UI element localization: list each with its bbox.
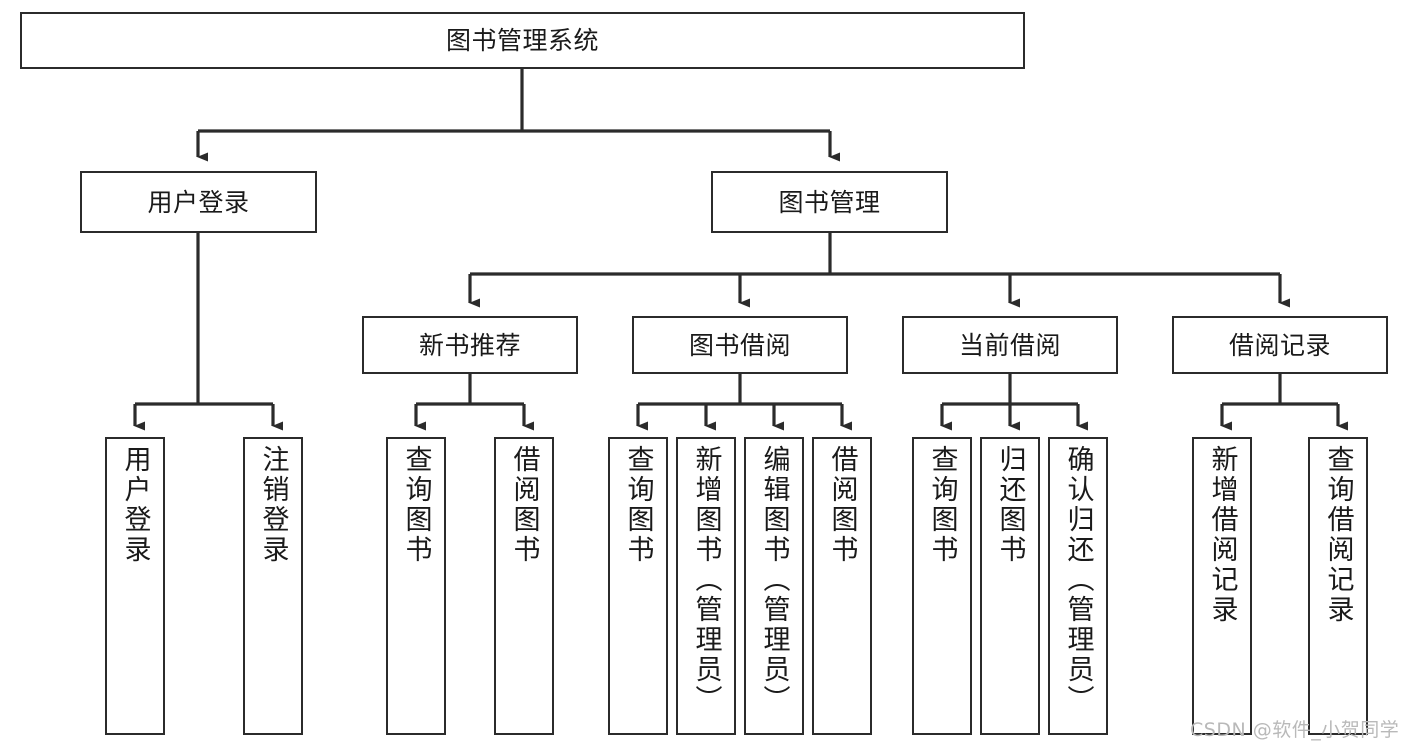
node-leaf-query-book-1-label: 查询图书 (400, 445, 432, 565)
node-leaf-query-book-3[interactable]: 查询图书 (912, 437, 972, 735)
node-leaf-query-book-1[interactable]: 查询图书 (386, 437, 446, 735)
node-leaf-borrow-book-2[interactable]: 借阅图书 (812, 437, 872, 735)
node-user-login[interactable]: 用户登录 (80, 171, 317, 233)
node-borrow-record[interactable]: 借阅记录 (1172, 316, 1388, 374)
node-leaf-borrow-book-1-label: 借阅图书 (508, 445, 540, 565)
node-leaf-user-login-label: 用户登录 (119, 445, 151, 565)
node-current-borrow[interactable]: 当前借阅 (902, 316, 1118, 374)
node-user-login-label: 用户登录 (147, 187, 250, 217)
node-leaf-query-record-label: 查询借阅记录 (1322, 445, 1354, 625)
node-leaf-edit-book[interactable]: 编辑图书（管理员） (744, 437, 804, 735)
node-leaf-logout[interactable]: 注销登录 (243, 437, 303, 735)
node-book-manage-label: 图书管理 (778, 187, 881, 217)
node-leaf-confirm-return-label: 确认归还（管理员） (1062, 445, 1094, 715)
node-leaf-query-book-2[interactable]: 查询图书 (608, 437, 668, 735)
node-leaf-user-login[interactable]: 用户登录 (105, 437, 165, 735)
node-leaf-borrow-book-1[interactable]: 借阅图书 (494, 437, 554, 735)
node-leaf-add-record[interactable]: 新增借阅记录 (1192, 437, 1252, 735)
csdn-watermark: CSDN @软件_小贺同学 (1190, 719, 1400, 741)
node-leaf-logout-label: 注销登录 (257, 445, 289, 565)
node-current-borrow-label: 当前借阅 (958, 330, 1061, 360)
node-new-book-rec[interactable]: 新书推荐 (362, 316, 578, 374)
node-leaf-return-book[interactable]: 归还图书 (980, 437, 1040, 735)
node-leaf-borrow-book-2-label: 借阅图书 (826, 445, 858, 565)
node-book-borrow-label: 图书借阅 (688, 330, 791, 360)
node-leaf-query-book-3-label: 查询图书 (926, 445, 958, 565)
node-leaf-query-book-2-label: 查询图书 (622, 445, 654, 565)
node-leaf-add-record-label: 新增借阅记录 (1206, 445, 1238, 625)
node-root[interactable]: 图书管理系统 (20, 12, 1025, 69)
node-leaf-query-record[interactable]: 查询借阅记录 (1308, 437, 1368, 735)
node-book-borrow[interactable]: 图书借阅 (632, 316, 848, 374)
node-leaf-edit-book-label: 编辑图书（管理员） (758, 445, 790, 715)
node-new-book-rec-label: 新书推荐 (418, 330, 521, 360)
node-book-manage[interactable]: 图书管理 (711, 171, 948, 233)
node-borrow-record-label: 借阅记录 (1228, 330, 1331, 360)
node-leaf-add-book-label: 新增图书（管理员） (690, 445, 722, 715)
node-leaf-return-book-label: 归还图书 (994, 445, 1026, 565)
node-leaf-confirm-return[interactable]: 确认归还（管理员） (1048, 437, 1108, 735)
node-root-label: 图书管理系统 (445, 26, 599, 55)
node-leaf-add-book[interactable]: 新增图书（管理员） (676, 437, 736, 735)
